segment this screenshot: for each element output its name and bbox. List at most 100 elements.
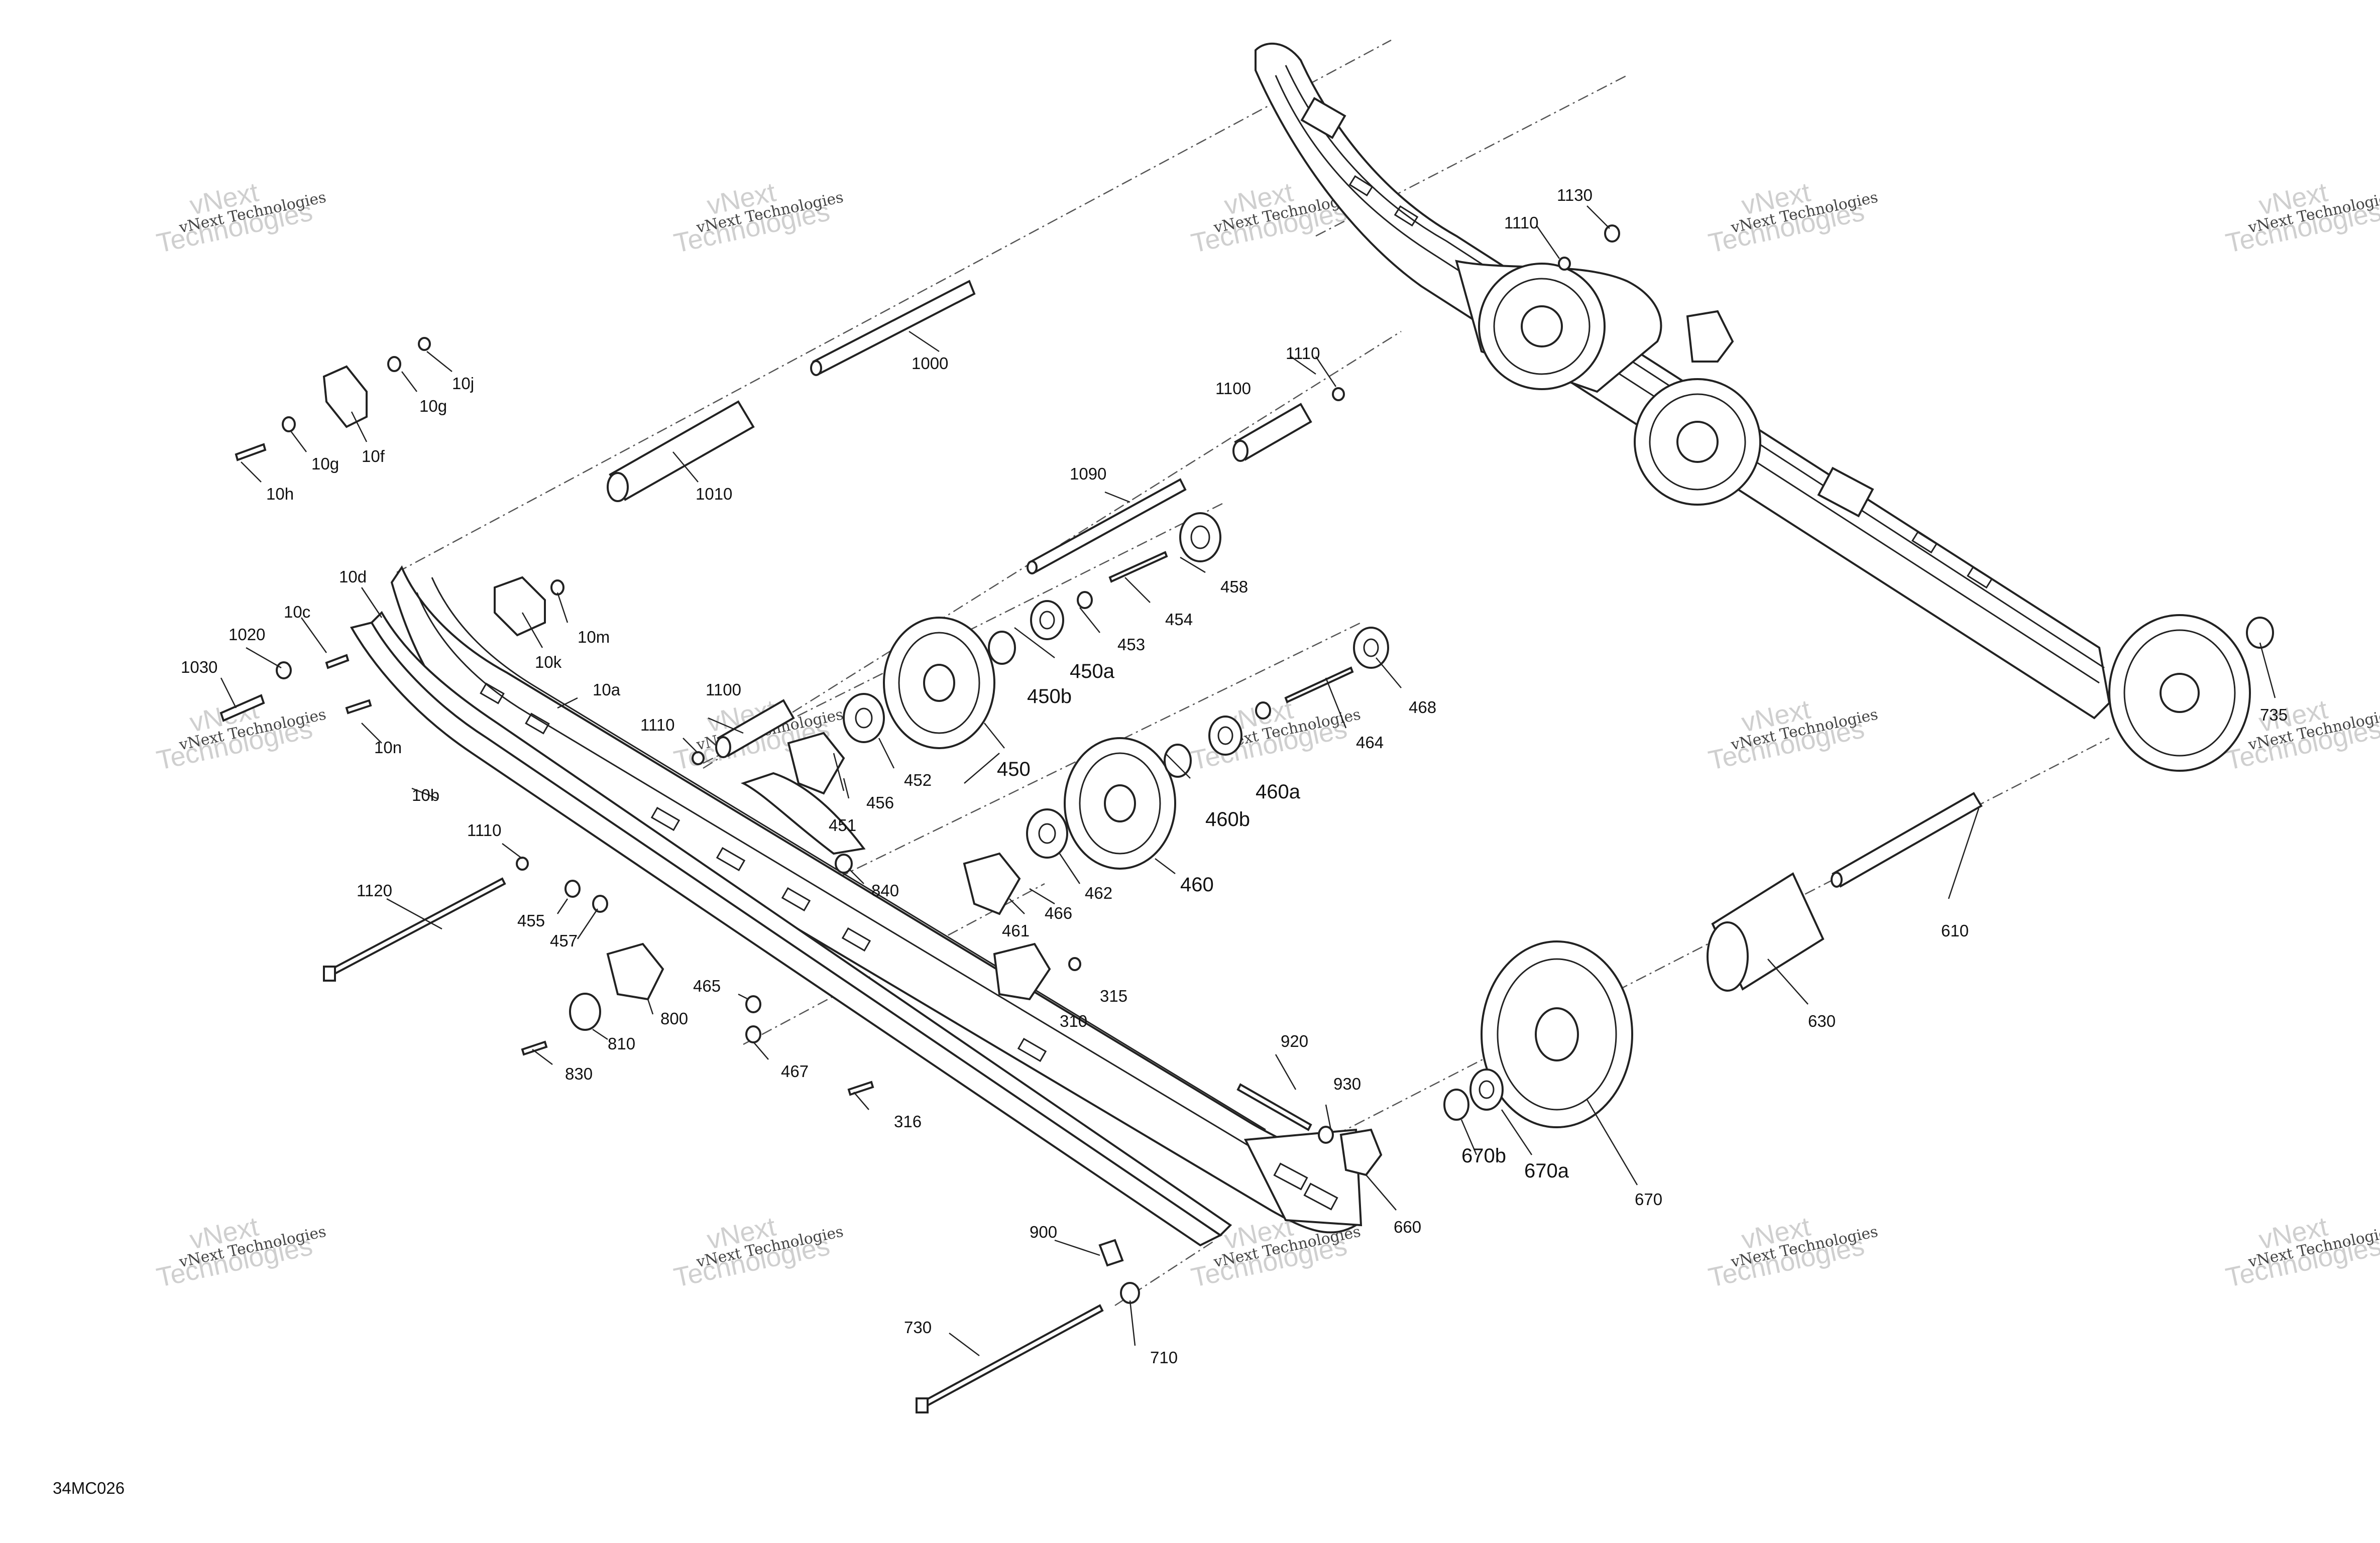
part-labels: 1000 1010 1020 1030 1090 1100 1100 1110 … <box>181 186 2288 1367</box>
block-660 <box>1339 1128 1383 1176</box>
label-1110c: 1110 <box>640 716 675 734</box>
watermark: vNext Technologies vNext Technologies <box>2223 1212 2380 1293</box>
block-10k <box>494 576 546 637</box>
watermark: vNext Technologies vNext Technologies <box>671 1212 845 1293</box>
label-450a: 450a <box>1070 660 1115 682</box>
label-10a: 10a <box>593 680 621 699</box>
label-455: 455 <box>517 911 545 930</box>
arm-461 <box>963 852 1021 915</box>
label-315: 315 <box>1100 987 1127 1005</box>
label-840: 840 <box>871 881 899 900</box>
rear-idler-wheel <box>2108 614 2251 772</box>
bolt-1120 <box>323 877 506 982</box>
label-10m: 10m <box>578 628 610 646</box>
label-460a: 460a <box>1256 781 1301 803</box>
label-460: 460 <box>1180 874 1214 896</box>
label-1130: 1130 <box>1557 186 1593 204</box>
label-630: 630 <box>1808 1012 1836 1030</box>
shaft-610 <box>1831 792 1983 888</box>
label-10d: 10d <box>339 567 367 586</box>
label-310: 310 <box>1060 1012 1087 1030</box>
label-810: 810 <box>608 1034 635 1053</box>
watermark: vNext Technologies vNext Technologies <box>154 177 328 259</box>
label-735: 735 <box>2260 705 2288 724</box>
label-10b: 10b <box>412 786 439 804</box>
label-1090: 1090 <box>1070 464 1106 483</box>
clip-900 <box>1098 1239 1124 1267</box>
tube-1010 <box>607 400 755 502</box>
bolt-730 <box>916 1304 1104 1413</box>
label-462: 462 <box>1085 884 1112 902</box>
left-slide-10b <box>350 611 1232 1247</box>
block-310 <box>993 942 1051 1001</box>
label-457: 457 <box>550 931 578 950</box>
label-461: 461 <box>1002 921 1030 940</box>
idler-wheel <box>1634 378 1761 506</box>
watermark: vNext Technologies vNext Technologies <box>1706 1212 1880 1293</box>
label-468: 468 <box>1409 698 1436 717</box>
rail-holes <box>480 682 1047 1062</box>
label-800: 800 <box>660 1009 688 1028</box>
watermark: vNext Technologies vNext Technologies <box>1706 694 1880 776</box>
label-316: 316 <box>894 1112 922 1131</box>
rail-holes <box>1348 175 1993 589</box>
label-464: 464 <box>1356 733 1384 752</box>
label-10f: 10f <box>362 447 385 465</box>
label-465: 465 <box>693 977 721 995</box>
label-900: 900 <box>1030 1223 1057 1241</box>
label-1000: 1000 <box>912 354 948 373</box>
label-1120: 1120 <box>357 881 392 900</box>
label-10g1: 10g <box>311 454 339 473</box>
label-450b: 450b <box>1027 685 1072 707</box>
label-1030: 1030 <box>181 658 217 676</box>
label-610: 610 <box>1941 921 1969 940</box>
bracket-800 <box>606 942 664 1001</box>
label-10g2: 10g <box>419 397 447 415</box>
bolt-454 <box>1108 551 1168 583</box>
watermark: vNext Technologies vNext Technologies <box>154 694 328 776</box>
label-454: 454 <box>1165 610 1193 629</box>
bolt-464 <box>1284 666 1354 703</box>
label-451: 451 <box>829 816 856 835</box>
watermark: vNext Technologies vNext Technologies <box>1706 177 1880 259</box>
shaft-1090 <box>1027 478 1187 574</box>
leader-lines <box>220 205 2276 1356</box>
label-10j: 10j <box>452 374 474 393</box>
bolt-920 <box>1236 1083 1312 1131</box>
label-1020: 1020 <box>229 625 265 644</box>
label-460b: 460b <box>1205 808 1250 830</box>
watermark: vNext Technologies vNext Technologies <box>154 1212 328 1293</box>
label-458: 458 <box>1220 577 1248 596</box>
label-930: 930 <box>1333 1075 1361 1093</box>
label-10k: 10k <box>535 653 562 671</box>
label-466: 466 <box>1045 904 1072 922</box>
idler-wheel <box>1478 263 1606 390</box>
label-10n: 10n <box>374 738 402 757</box>
label-1110a: 1110 <box>1286 344 1320 363</box>
small-parts <box>219 224 2274 1304</box>
label-670a: 670a <box>1524 1160 1569 1182</box>
label-830: 830 <box>565 1064 593 1083</box>
spacer-810 <box>569 993 601 1031</box>
label-10h: 10h <box>266 485 294 503</box>
wheel-450 <box>883 617 995 749</box>
label-670b: 670b <box>1461 1145 1506 1167</box>
label-670: 670 <box>1635 1190 1662 1209</box>
label-730: 730 <box>904 1318 932 1337</box>
label-10c: 10c <box>284 603 310 621</box>
label-467: 467 <box>781 1062 809 1081</box>
tube-630 <box>1707 872 1825 992</box>
watermark: vNext Technologies vNext Technologies <box>2223 177 2380 259</box>
label-710: 710 <box>1150 1348 1178 1367</box>
figure-code: 34MC026 <box>53 1479 125 1497</box>
spacer-1100-upper <box>1232 403 1312 462</box>
label-452: 452 <box>904 771 932 789</box>
right-rail-assembly <box>1255 43 2251 772</box>
arm-451 <box>787 732 845 795</box>
brackets <box>322 365 1383 1267</box>
label-920: 920 <box>1281 1032 1308 1050</box>
wheel-670 <box>1481 940 1633 1128</box>
label-1110b: 1110 <box>1504 213 1539 232</box>
label-453: 453 <box>1117 635 1145 654</box>
